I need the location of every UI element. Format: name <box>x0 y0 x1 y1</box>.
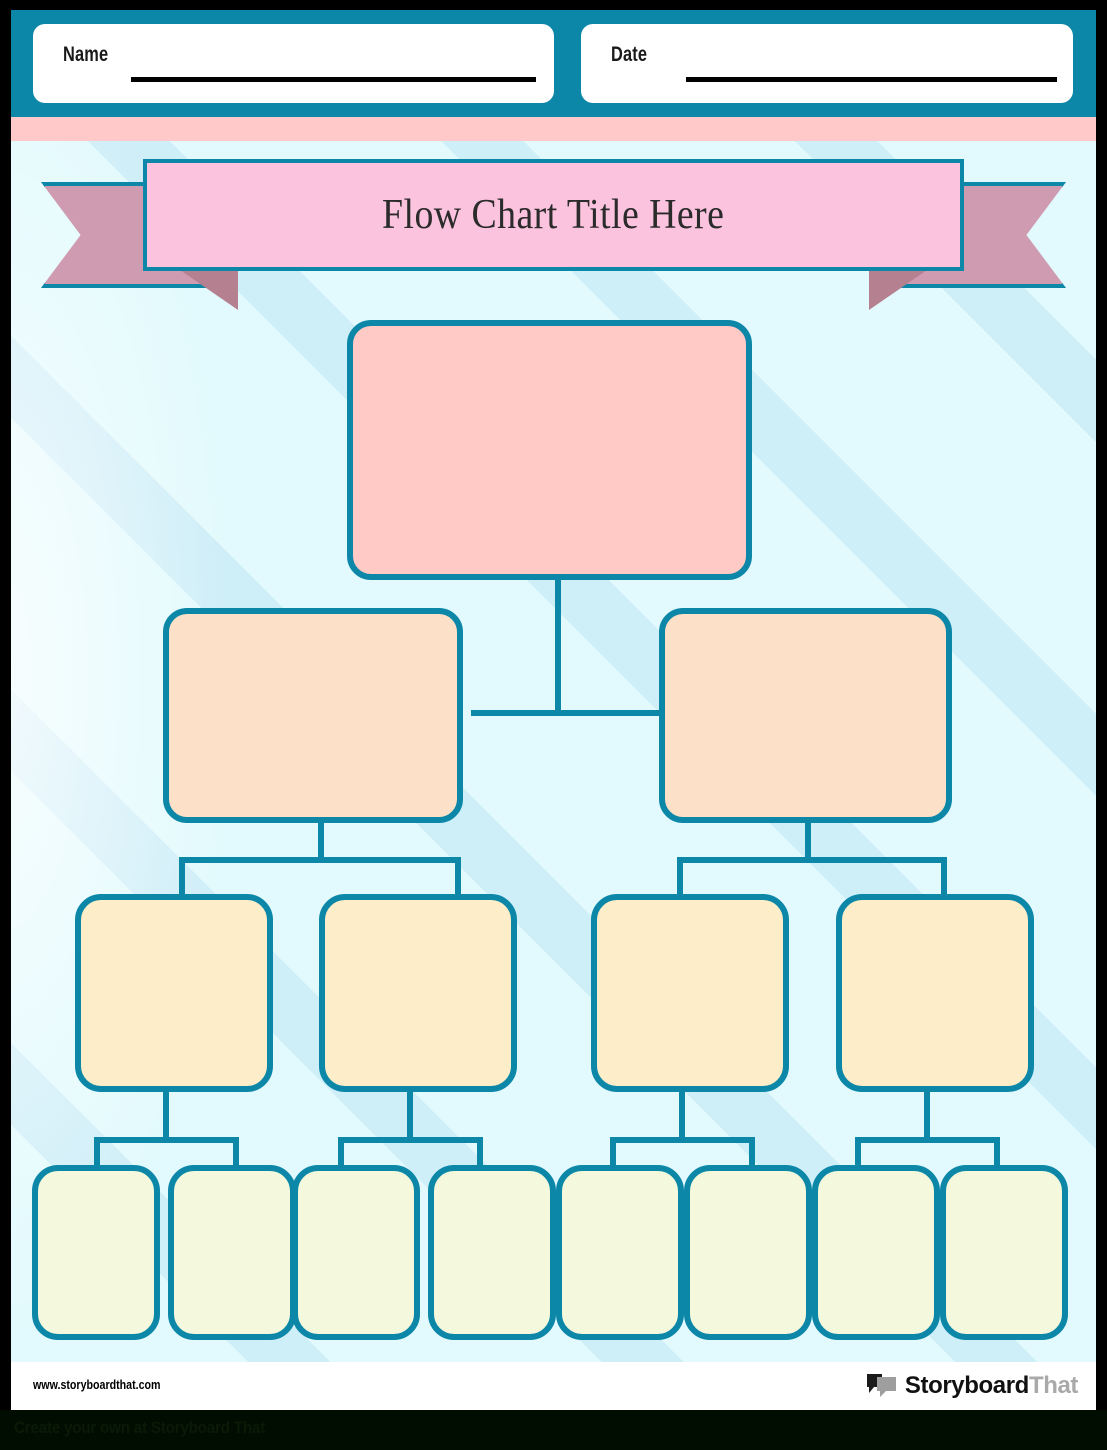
connector-n2b-stem <box>805 823 811 863</box>
worksheet-sheet: Name Date Flow Chart Title Here <box>11 10 1096 1410</box>
date-input-rule[interactable] <box>686 77 1057 82</box>
connector-n3d-stem <box>924 1092 930 1142</box>
connector-n4h-drop <box>994 1137 1000 1169</box>
connector-n3b-bar <box>338 1137 483 1143</box>
connector-n4g-drop <box>855 1137 861 1169</box>
flow-node-level4-3[interactable] <box>292 1165 420 1340</box>
flow-node-level1-1[interactable] <box>347 320 752 580</box>
flow-node-level4-4[interactable] <box>428 1165 556 1340</box>
flow-chart-title[interactable]: Flow Chart Title Here <box>382 192 725 238</box>
logo-storyboard-text: Storyboard <box>904 1372 1029 1399</box>
bottom-watermark-text: Create your own at Storyboard That <box>14 1418 265 1437</box>
title-banner: Flow Chart Title Here <box>41 159 1066 310</box>
flow-node-level4-1[interactable] <box>32 1165 160 1340</box>
logo-wordmark: StoryboardThat <box>905 1372 1078 1400</box>
pink-accent-strip <box>11 117 1096 141</box>
flow-node-level4-8[interactable] <box>940 1165 1068 1340</box>
header-bar: Name Date <box>11 10 1096 117</box>
connector-n3c-drop <box>677 857 683 897</box>
logo-that-text: That <box>1028 1372 1078 1399</box>
flow-chart-artboard: Flow Chart Title Here <box>11 141 1096 1362</box>
flow-node-level3-3[interactable] <box>591 894 789 1092</box>
footer-bar: www.storyboardthat.com StoryboardThat <box>11 1362 1096 1410</box>
connector-n4f-drop <box>749 1137 755 1169</box>
flow-node-level2-1[interactable] <box>163 608 463 823</box>
flow-node-level4-7[interactable] <box>812 1165 940 1340</box>
connector-n4a-drop <box>94 1137 100 1169</box>
connector-n3a-bar <box>94 1137 239 1143</box>
connector-n3b-drop <box>455 857 461 897</box>
bottom-watermark-strip: Create your own at Storyboard That <box>0 1410 1107 1450</box>
connector-n4e-drop <box>610 1137 616 1169</box>
connector-n2a-bar <box>179 857 461 863</box>
connector-n3a-stem <box>163 1092 169 1142</box>
footer-website-url[interactable]: www.storyboardthat.com <box>33 1377 161 1392</box>
flow-node-level2-2[interactable] <box>659 608 952 823</box>
name-input-rule[interactable] <box>131 77 536 82</box>
connector-n3c-stem <box>679 1092 685 1142</box>
connector-n3b-stem <box>407 1092 413 1142</box>
flow-node-level3-4[interactable] <box>836 894 1034 1092</box>
ribbon-center-panel[interactable]: Flow Chart Title Here <box>143 159 964 271</box>
connector-n2a-stem <box>318 823 324 863</box>
name-label: Name <box>63 43 109 66</box>
connector-root-bar <box>471 710 669 716</box>
storyboardthat-logo[interactable]: StoryboardThat <box>866 1369 1078 1403</box>
name-field-card[interactable]: Name <box>33 24 554 103</box>
connector-n3a-drop <box>179 857 185 897</box>
connector-n2b-bar <box>677 857 947 863</box>
connector-root-stem <box>555 580 561 713</box>
flow-node-level4-2[interactable] <box>168 1165 296 1340</box>
flow-node-level4-6[interactable] <box>684 1165 812 1340</box>
connector-n3d-drop <box>941 857 947 897</box>
date-label: Date <box>611 43 648 66</box>
connector-n4b-drop <box>233 1137 239 1169</box>
flow-node-level3-2[interactable] <box>319 894 517 1092</box>
connector-n4c-drop <box>338 1137 344 1169</box>
date-field-card[interactable]: Date <box>581 24 1073 103</box>
connector-n3d-bar <box>855 1137 1000 1143</box>
flow-node-level4-5[interactable] <box>556 1165 684 1340</box>
flow-node-level3-1[interactable] <box>75 894 273 1092</box>
speech-bubbles-icon <box>866 1374 896 1397</box>
connector-n4d-drop <box>477 1137 483 1169</box>
connector-n3c-bar <box>610 1137 755 1143</box>
